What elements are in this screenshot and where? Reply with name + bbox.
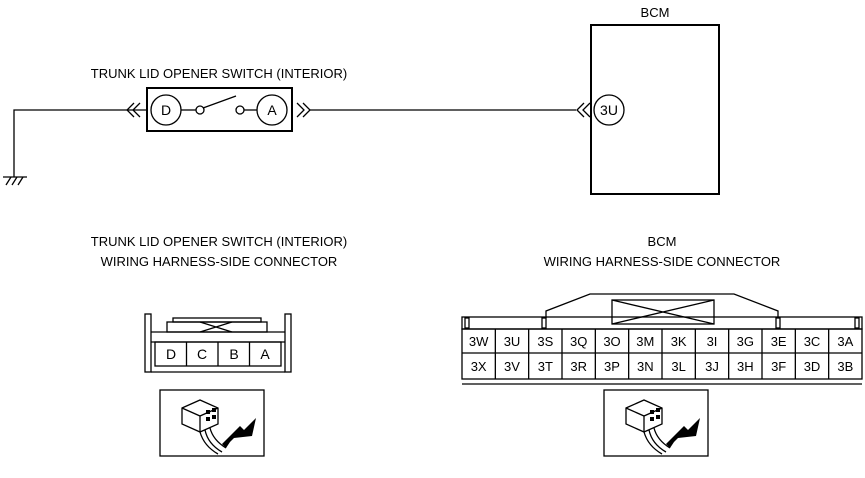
bcm-terminal-3q: 3Q bbox=[570, 334, 587, 349]
bcm-terminal-3f: 3F bbox=[771, 359, 786, 374]
ground-symbol bbox=[3, 109, 146, 186]
bcm-terminal-3n: 3N bbox=[637, 359, 654, 374]
bcm-terminal-3s: 3S bbox=[537, 334, 553, 349]
switch-pin-d: D bbox=[161, 102, 171, 118]
bcm-terminal-3g: 3G bbox=[737, 334, 754, 349]
bcm-terminal-3r: 3R bbox=[570, 359, 587, 374]
switch-terminal-b: B bbox=[229, 346, 238, 362]
bcm-terminal-3v: 3V bbox=[504, 359, 520, 374]
bcm-connector-title: BCM bbox=[648, 234, 677, 249]
bcm-terminal-3u: 3U bbox=[504, 334, 521, 349]
switch-terminal-a: A bbox=[260, 346, 270, 362]
switch-schematic: D A bbox=[126, 87, 311, 132]
bcm-terminal-3l: 3L bbox=[671, 359, 685, 374]
bcm-terminal-3w: 3W bbox=[469, 334, 489, 349]
bcm-terminal-3d: 3D bbox=[804, 359, 821, 374]
bcm-title: BCM bbox=[641, 5, 670, 20]
bcm-terminal-3p: 3P bbox=[604, 359, 620, 374]
switch-pin-a: A bbox=[267, 102, 277, 118]
connector-view-icon bbox=[603, 389, 709, 457]
bcm-terminal-3x: 3X bbox=[471, 359, 487, 374]
bcm-terminal-3j: 3J bbox=[705, 359, 719, 374]
switch-title: TRUNK LID OPENER SWITCH (INTERIOR) bbox=[91, 66, 347, 81]
bcm-terminal-3e: 3E bbox=[771, 334, 787, 349]
switch-terminal-d: D bbox=[166, 346, 176, 362]
bcm-connector-face: 3W 3U 3S 3Q 3O 3M 3K 3I 3G 3E 3C 3A 3X 3V 3T 3R 3P 3N 3L 3J… bbox=[461, 293, 863, 385]
bcm-pin-3u: 3U bbox=[600, 102, 618, 118]
switch-connector-title: TRUNK LID OPENER SWITCH (INTERIOR) bbox=[91, 234, 347, 249]
bcm-terminal-3c: 3C bbox=[804, 334, 821, 349]
switch-terminal-c: C bbox=[197, 346, 207, 362]
bcm-terminal-3o: 3O bbox=[603, 334, 620, 349]
switch-connector-subtitle: WIRING HARNESS-SIDE CONNECTOR bbox=[101, 254, 338, 269]
bcm-terminal-3i: 3I bbox=[707, 334, 718, 349]
bcm-terminal-3t: 3T bbox=[538, 359, 553, 374]
bcm-connector-subtitle: WIRING HARNESS-SIDE CONNECTOR bbox=[544, 254, 781, 269]
connector-view-icon bbox=[159, 389, 265, 457]
bcm-terminal-3h: 3H bbox=[737, 359, 754, 374]
bcm-terminal-3m: 3M bbox=[636, 334, 654, 349]
bcm-schematic: 3U bbox=[576, 24, 720, 195]
switch-connector-face: D C B A bbox=[144, 313, 292, 373]
bcm-terminal-3k: 3K bbox=[671, 334, 687, 349]
bcm-terminal-3a: 3A bbox=[837, 334, 853, 349]
bcm-terminal-3b: 3B bbox=[837, 359, 853, 374]
